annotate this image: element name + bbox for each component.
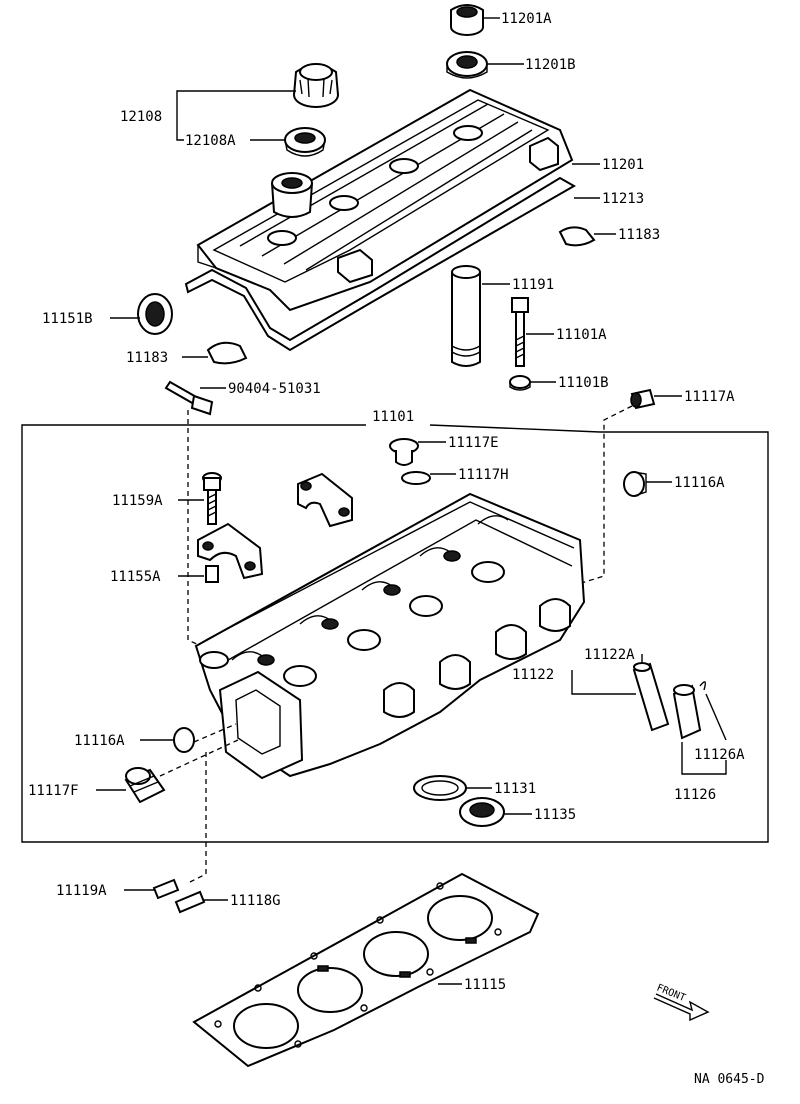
part-11101A-bolt: [511, 297, 529, 367]
diagram-code: NA 0645-D: [694, 1072, 765, 1087]
label-11126: 11126: [674, 787, 716, 803]
part-12108-filler-cap: [293, 63, 339, 108]
label-11122A: 11122A: [584, 647, 635, 663]
label-11101A: 11101A: [556, 327, 607, 343]
label-11117E: 11117E: [448, 435, 499, 451]
part-11131-ring: [413, 775, 467, 801]
part-11201A-cap: [450, 4, 484, 36]
part-11191-plug-tube: [451, 265, 481, 367]
label-11115: 11115: [464, 977, 506, 993]
label-11131: 11131: [494, 781, 536, 797]
part-11151B-plug: [137, 293, 173, 335]
cylinder-head-group-frame: [21, 424, 769, 843]
label-12108A: 12108A: [185, 133, 236, 149]
label-11119A: 11119A: [56, 883, 107, 899]
part-11117F-plug: [124, 767, 166, 804]
part-11118G-pin: [174, 890, 206, 914]
label-11101: 11101: [372, 409, 414, 425]
label-11117H: 11117H: [458, 467, 509, 483]
label-11122: 11122: [512, 667, 554, 683]
label-12108: 12108: [120, 109, 162, 125]
label-11155A: 11155A: [110, 569, 161, 585]
part-11126A-valve-guide: [672, 681, 707, 740]
part-11117H-ring: [401, 471, 431, 485]
part-11117A-plug: [630, 388, 656, 410]
part-11117E-plug: [389, 438, 419, 466]
part-bearing-cap-upper: [297, 472, 353, 528]
label-11126A: 11126A: [694, 747, 745, 763]
label-11201B: 11201B: [525, 57, 576, 73]
label-11116A-right: 11116A: [674, 475, 725, 491]
part-90404-51031-stud: [164, 380, 214, 416]
part-11183-seal-left: [206, 341, 248, 365]
label-11135: 11135: [534, 807, 576, 823]
label-11191: 11191: [512, 277, 554, 293]
label-11117A: 11117A: [684, 389, 735, 405]
label-11117F: 11117F: [28, 783, 79, 799]
label-90404-51031: 90404-51031: [228, 381, 321, 397]
part-12108A-gasket: [284, 127, 326, 157]
part-11122A-valve-guide: [632, 662, 670, 732]
part-11213-cover-gasket: [184, 176, 577, 352]
part-11116A-plug-right: [623, 471, 647, 497]
part-11183-seal-right: [558, 226, 596, 247]
part-11155A-bearing-cap: [197, 522, 264, 583]
label-11213: 11213: [602, 191, 644, 207]
front-arrow-icon: [653, 993, 710, 1022]
part-11159A-bolt: [202, 472, 222, 525]
part-11101B-washer: [509, 375, 531, 391]
label-11101B: 11101B: [558, 375, 609, 391]
label-11151B: 11151B: [42, 311, 93, 327]
label-11183-right: 11183: [618, 227, 660, 243]
label-11159A: 11159A: [112, 493, 163, 509]
part-11116A-plug-left: [173, 727, 195, 753]
label-11116A-left: 11116A: [74, 733, 125, 749]
part-11119A-pin: [152, 878, 180, 900]
label-11201A: 11201A: [501, 11, 552, 27]
part-11115-head-gasket: [192, 872, 540, 1068]
part-11101-cylinder-head: [194, 492, 586, 780]
part-11201B-gasket: [446, 51, 488, 79]
part-11135-seal: [459, 797, 505, 827]
label-11118G: 11118G: [230, 893, 281, 909]
part-11201-valve-cover: [196, 88, 574, 312]
label-11201: 11201: [602, 157, 644, 173]
label-11183-left: 11183: [126, 350, 168, 366]
